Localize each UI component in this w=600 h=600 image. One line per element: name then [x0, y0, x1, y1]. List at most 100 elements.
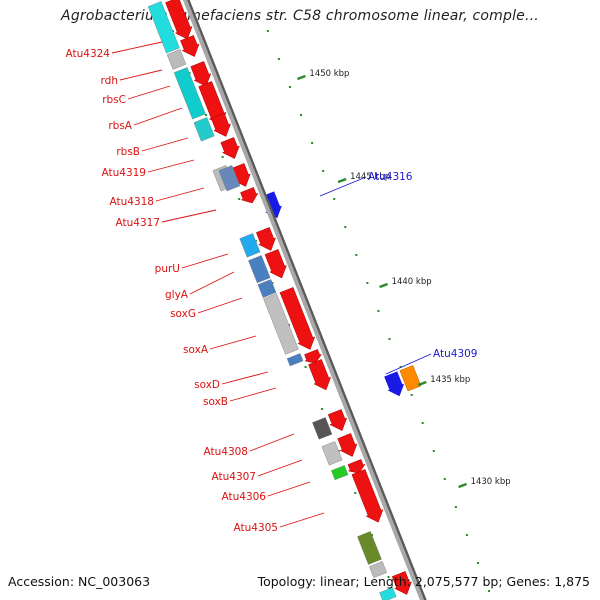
gene-label-leader — [155, 187, 205, 202]
forward-gene-16 — [347, 459, 366, 474]
gene-label-text[interactable]: Atu4306 — [222, 491, 267, 503]
tick-mark — [458, 482, 468, 489]
gene-label-atu4309[interactable]: Atu4309 — [385, 348, 478, 375]
forward-gene-2 — [180, 35, 200, 57]
gene-label-leader — [257, 459, 303, 477]
scale-dot — [205, 114, 208, 116]
gene-label-leader — [133, 107, 183, 126]
scale-dot — [311, 142, 314, 144]
gene-label-atu4308[interactable]: Atu4308 — [204, 433, 295, 458]
gene-label-text[interactable]: rbsB — [116, 146, 140, 158]
forward-gene-15 — [337, 433, 358, 457]
gene-label-leader — [249, 433, 295, 452]
gene-label-soxd[interactable]: soxD — [194, 371, 269, 391]
gene-label-leader — [161, 209, 217, 223]
forward-gene-13 — [308, 359, 332, 391]
orange-feature — [399, 365, 422, 392]
forward-gene-8 — [240, 187, 259, 204]
gene-label-leader — [385, 353, 432, 375]
forward-gene-5 — [210, 113, 232, 137]
scale-dot — [322, 170, 325, 172]
scale-dot — [366, 282, 369, 284]
cds-box-4 — [193, 117, 215, 142]
scale-dot — [221, 156, 224, 158]
gene-label-atu4306[interactable]: Atu4306 — [222, 481, 311, 503]
gene-label-text[interactable]: Atu4319 — [102, 167, 147, 179]
gene-label-leader — [189, 271, 235, 295]
gene-label-rbsc[interactable]: rbsC — [102, 85, 171, 106]
tick-label: 1445 kbp — [350, 172, 390, 182]
topology-text: Topology: linear; Length: 2,075,577 bp; … — [257, 574, 590, 589]
scale-dot — [333, 198, 336, 200]
gene-label-rdh[interactable]: rdh — [101, 69, 163, 87]
gene-label-text[interactable]: rdh — [101, 75, 118, 87]
gene-label-atu4319[interactable]: Atu4319 — [102, 159, 195, 179]
gene-label-leader — [209, 335, 257, 350]
gene-label-atu4317[interactable]: Atu4317 — [116, 209, 217, 229]
tick-label: 1430 kbp — [471, 477, 511, 487]
gene-label-puru[interactable]: purU — [155, 253, 229, 275]
forward-gene-10 — [264, 249, 287, 279]
gene-label-text[interactable]: Atu4307 — [212, 471, 257, 483]
tick-mark — [337, 177, 347, 184]
gene-label-rbsa[interactable]: rbsA — [108, 107, 183, 132]
cds-box-1 — [147, 1, 180, 54]
cds-box-14 — [331, 465, 349, 481]
gene-label-text[interactable]: Atu4316 — [368, 171, 413, 183]
forward-gene-17 — [351, 469, 384, 523]
gene-label-glya[interactable]: glyA — [165, 271, 235, 301]
gene-label-text[interactable]: purU — [155, 263, 180, 275]
scale-dot — [454, 506, 457, 508]
scale-tick: 1445 kbp — [337, 172, 390, 184]
scale-tick: 1450 kbp — [296, 69, 349, 81]
gene-label-atu4307[interactable]: Atu4307 — [212, 459, 303, 483]
gene-label-text[interactable]: Atu4309 — [433, 348, 478, 360]
gene-label-text[interactable]: rbsA — [108, 120, 132, 132]
gene-label-atu4324[interactable]: Atu4324 — [66, 41, 163, 60]
gene-label-leader — [319, 176, 367, 197]
gene-label-atu4305[interactable]: Atu4305 — [234, 512, 325, 534]
gene-label-text[interactable]: rbsC — [102, 94, 126, 106]
gene-label-leader — [181, 253, 229, 269]
gene-label-text[interactable]: soxG — [170, 308, 196, 320]
gene-label-text[interactable]: Atu4308 — [204, 446, 249, 458]
cds-box-12 — [312, 417, 333, 440]
gene-label-text[interactable]: Atu4317 — [116, 217, 161, 229]
gene-label-text[interactable]: glyA — [165, 289, 189, 301]
gene-label-leader — [229, 387, 277, 402]
gene-label-text[interactable]: soxB — [203, 396, 228, 408]
gene-label-leader — [221, 371, 269, 385]
gene-label-leader — [279, 512, 325, 528]
gene-label-rbsb[interactable]: rbsB — [116, 137, 189, 158]
scale-dots-right — [266, 30, 491, 592]
cds-box-2 — [166, 49, 187, 70]
gene-label-leader — [119, 69, 163, 81]
scale-tick: 1440 kbp — [379, 277, 432, 289]
gene-label-text[interactable]: Atu4324 — [66, 48, 111, 60]
scale-dot — [304, 366, 307, 368]
scale-dot — [266, 30, 269, 32]
scale-tick: 1430 kbp — [458, 477, 511, 489]
scale-dot — [443, 478, 446, 480]
gene-label-text[interactable]: Atu4318 — [110, 196, 155, 208]
cds-box-11 — [286, 353, 304, 367]
reverse-gene-atu4309 — [384, 371, 405, 397]
gene-label-text[interactable]: soxA — [183, 344, 209, 356]
gene-label-atu4318[interactable]: Atu4318 — [110, 187, 205, 208]
gene-label-soxg[interactable]: soxG — [170, 297, 243, 320]
gene-label-text[interactable]: Atu4305 — [234, 522, 279, 534]
forward-gene-6 — [220, 137, 240, 159]
scale-dot — [465, 534, 468, 536]
scale-dot — [488, 590, 491, 592]
gene-label-text[interactable]: soxD — [194, 379, 220, 391]
gene-label-soxb[interactable]: soxB — [203, 387, 277, 408]
accession-text: Accession: NC_003063 — [8, 574, 151, 589]
gene-label-leader — [111, 41, 163, 54]
scale-dot — [476, 562, 479, 564]
scale-dot — [238, 198, 241, 200]
scale-dot — [321, 408, 324, 410]
gene-label-soxa[interactable]: soxA — [183, 335, 257, 356]
gene-label-leader — [197, 297, 243, 314]
gene-label-atu4316[interactable]: Atu4316 — [319, 171, 413, 197]
